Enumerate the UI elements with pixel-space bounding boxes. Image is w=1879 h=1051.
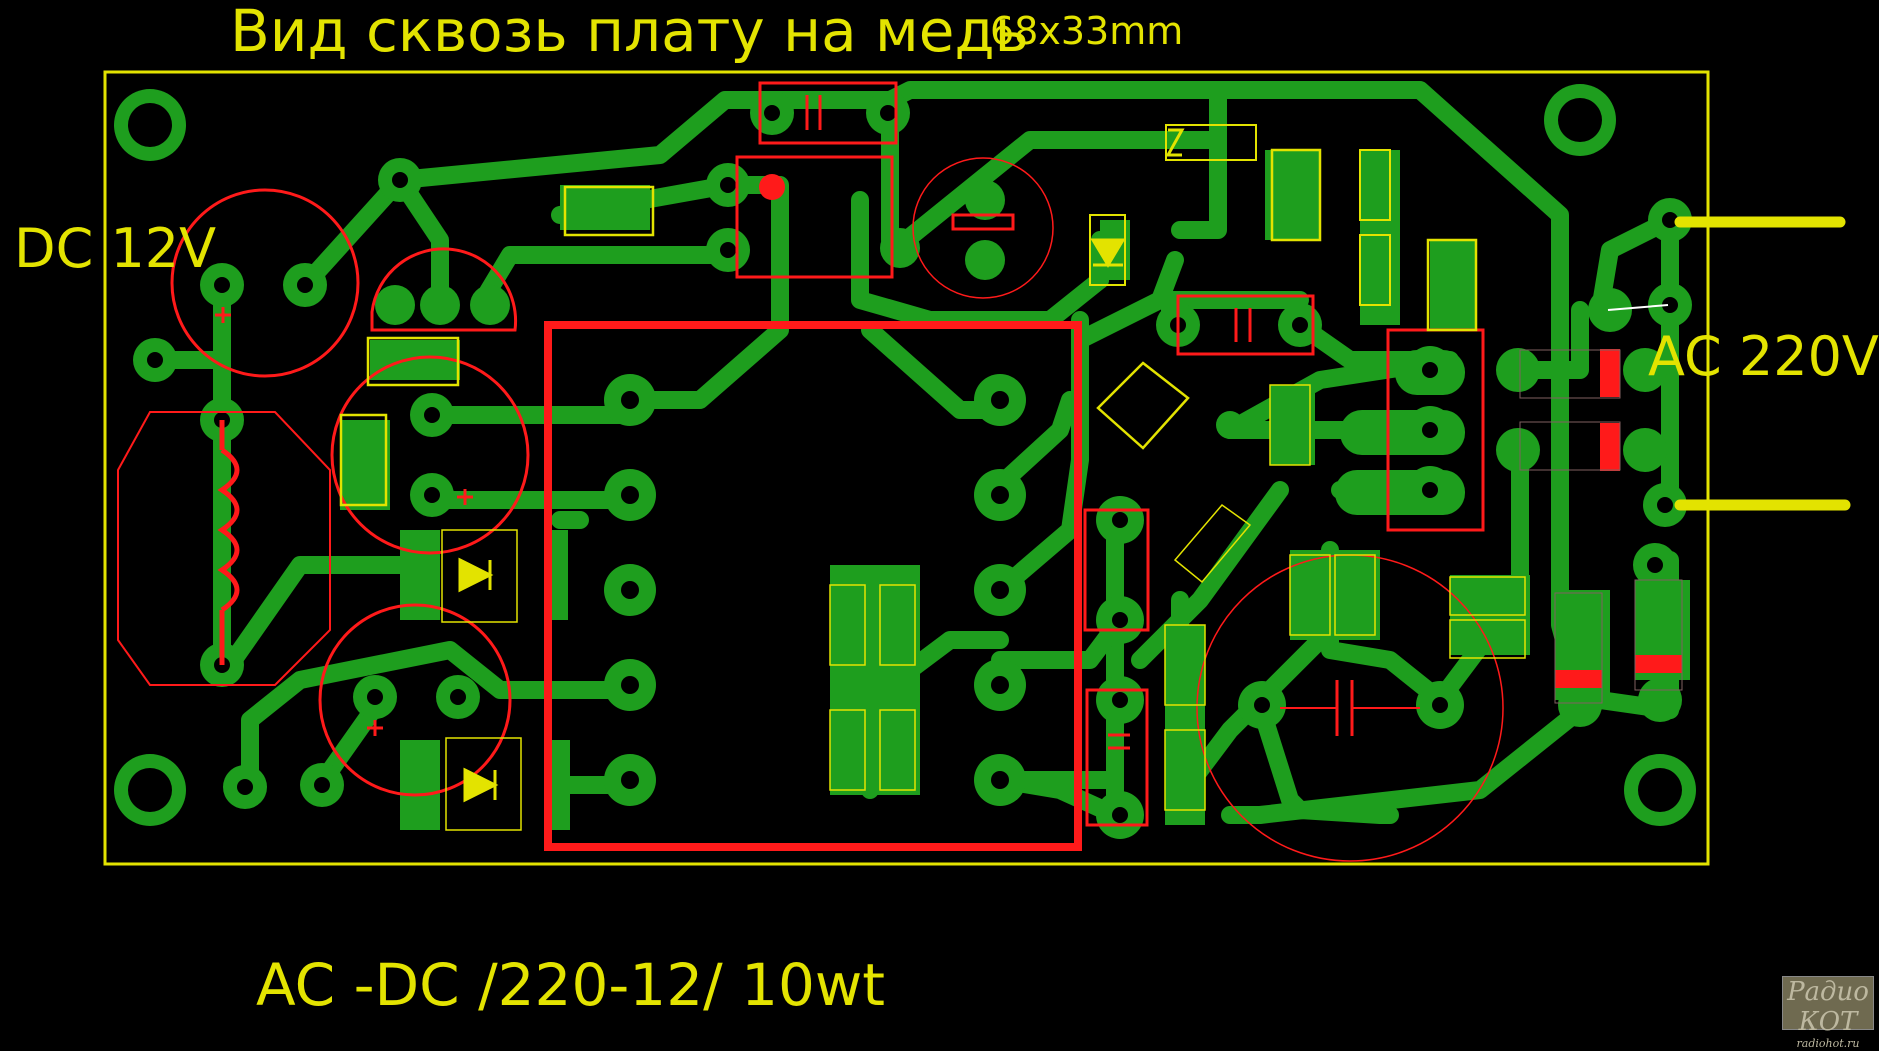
component-outlines [117,81,1504,862]
board-dimensions: 68x33mm [990,9,1184,53]
board-outline [103,70,1710,866]
watermark-name: Радио КОТ [1787,977,1869,1037]
output-voltage-label: AC 220V [1648,325,1879,388]
watermark-logo: Радио КОТ radiohot.ru [1782,976,1874,1050]
polarity-marks [215,307,473,736]
jumper-wire [1607,304,1669,311]
silkscreen-outlines [339,124,1683,831]
diagram-title: Вид сквозь плату на медь [230,0,1029,65]
pin1-marker [759,174,785,200]
ac-leads [1674,216,1851,511]
diode-symbols [458,128,1185,803]
input-voltage-label: DC 12V [14,217,217,280]
watermark-site: radiohot.ru [1796,1037,1860,1050]
mounting-holes [114,84,1696,826]
circuit-description: AC -DC /220-12/ 10wt [256,951,886,1019]
pad-drill-holes [147,105,1678,823]
resistor-bands [1555,349,1682,688]
